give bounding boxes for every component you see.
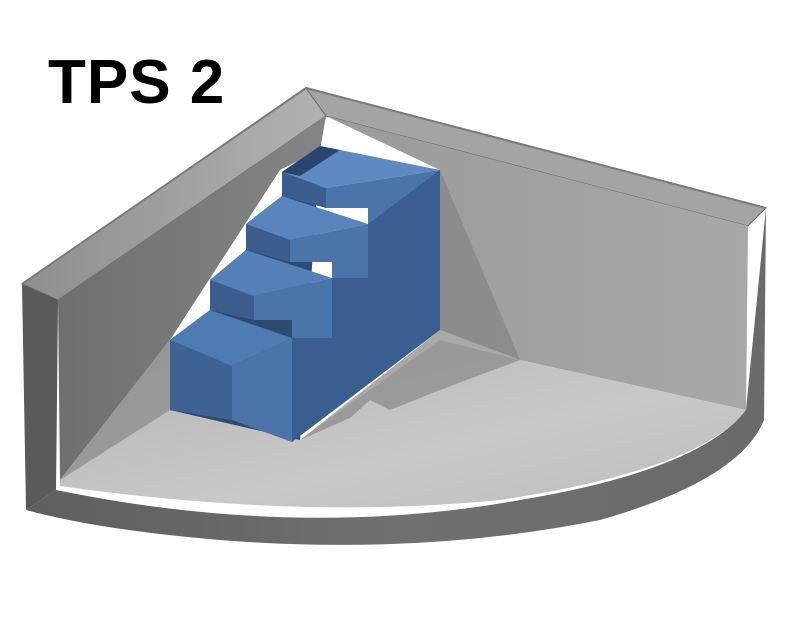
pool-left-inner-wall [58,116,326,480]
product-title: TPS 2 [48,48,226,117]
pool-floor [60,340,746,508]
pool-steps [170,146,440,442]
pool-left-outer-wall [22,284,58,510]
pool-front-wall [26,208,766,545]
pool-back-wall [326,116,748,410]
coping-edge [21,86,767,285]
back-wall-shadow [440,170,520,360]
